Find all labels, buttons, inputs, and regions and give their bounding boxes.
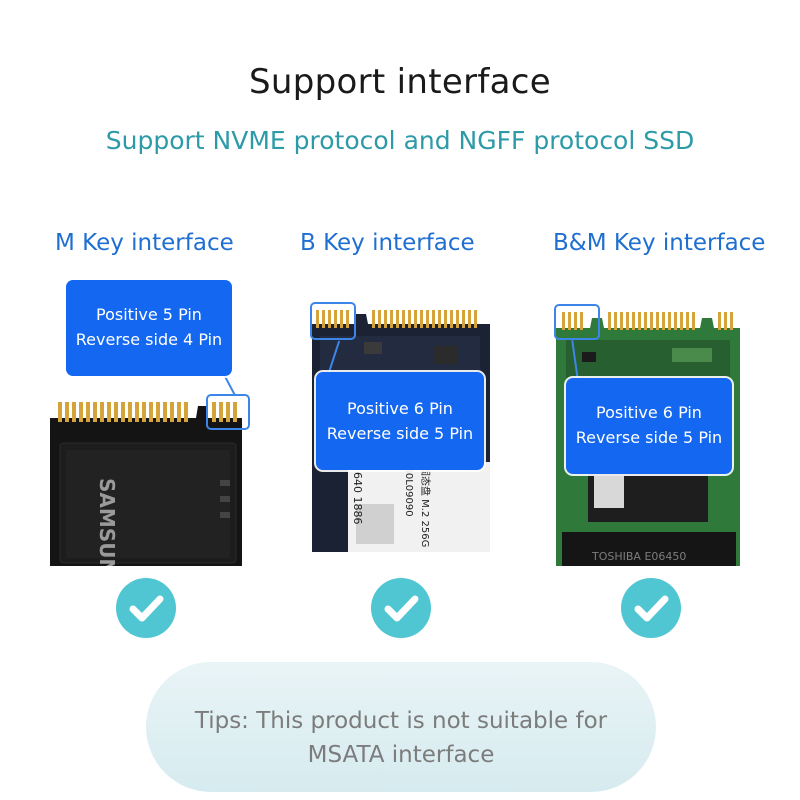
b-key-supported-check-icon	[371, 578, 431, 638]
b-key-callout: Positive 6 Pin Reverse side 5 Pin	[316, 372, 484, 470]
b-key-callout-line2: Reverse side 5 Pin	[326, 424, 474, 443]
page-subtitle: Support NVME protocol and NGFF protocol …	[105, 126, 695, 155]
bm-key-supported-check-icon	[621, 578, 681, 638]
bm-key-label: B&M Key interface	[553, 230, 766, 256]
samsung-chip-text: SAMSUNG	[95, 478, 119, 566]
b-key-pin-highlight	[310, 302, 356, 340]
bm-key-callout-line1: Positive 6 Pin	[596, 403, 702, 422]
m-key-supported-check-icon	[116, 578, 176, 638]
b-key-sticker-text-1: 640 1886	[351, 472, 364, 525]
m-key-pin-highlight	[206, 394, 250, 430]
m-key-callout-line1: Positive 5 Pin	[96, 305, 202, 324]
tips-line1: Tips: This product is not suitable for	[194, 708, 608, 734]
b-key-sticker-text-3: 固态盘 M.2 256G	[419, 466, 432, 547]
page-title: Support interface	[249, 62, 551, 102]
b-key-label: B Key interface	[300, 230, 475, 256]
m-key-callout-line2: Reverse side 4 Pin	[75, 330, 223, 349]
tips-banner: Tips: This product is not suitable for M…	[146, 662, 656, 792]
tips-line2: MSATA interface	[307, 742, 495, 768]
bm-key-callout-line2: Reverse side 5 Pin	[575, 428, 723, 447]
bm-key-callout: Positive 6 Pin Reverse side 5 Pin	[566, 378, 732, 474]
bm-key-pin-highlight	[554, 304, 600, 340]
m-key-label: M Key interface	[55, 230, 234, 256]
toshiba-chip-text: TOSHIBA E06450	[591, 550, 686, 563]
b-key-callout-line1: Positive 6 Pin	[347, 399, 453, 418]
m-key-callout: Positive 5 Pin Reverse side 4 Pin	[66, 280, 232, 376]
b-key-sticker-text-2: B0L09090	[403, 466, 414, 517]
